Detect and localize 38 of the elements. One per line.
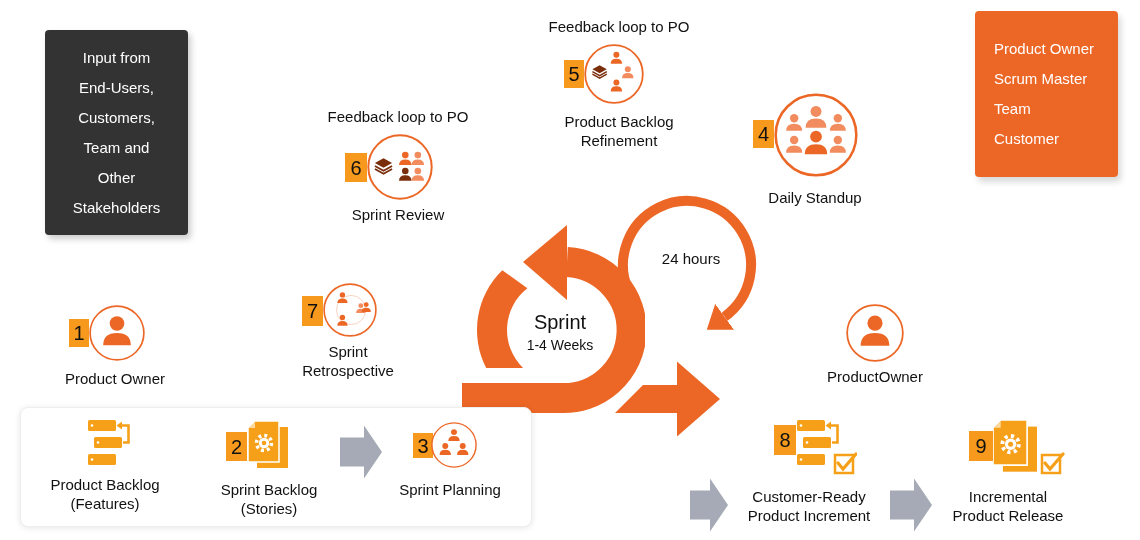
block-arrow	[340, 425, 382, 479]
node-label: Sprint Planning	[398, 480, 502, 499]
node-label: Product Owner	[63, 369, 166, 388]
roles-panel	[975, 11, 1118, 177]
step-number: 7	[302, 296, 323, 326]
cycle-label: 24 hours	[660, 249, 722, 269]
node-label: Sprint Review	[350, 205, 446, 224]
node-label: Product Backlog Refinement	[563, 112, 675, 150]
node-heading: Feedback loop to PO	[547, 18, 691, 36]
block-arrow	[690, 478, 728, 532]
node-label: Product Backlog (Features)	[49, 475, 161, 513]
step-number: 4	[753, 120, 774, 148]
node-heading: Feedback loop to PO	[326, 108, 470, 126]
step-number: 5	[564, 60, 584, 88]
sprint-duration: 1-4 Weeks	[525, 336, 595, 354]
step-number: 2	[226, 432, 247, 461]
node-label: Incremental Product Release	[951, 487, 1065, 525]
node-label: Sprint Retrospective	[301, 342, 395, 380]
curved-arrow	[618, 196, 756, 331]
role-item: Product Owner	[994, 39, 1096, 59]
node-label: Sprint Backlog (Stories)	[219, 480, 319, 518]
step-number: 6	[345, 153, 367, 182]
step-number: 8	[774, 425, 796, 455]
input-panel	[45, 30, 188, 235]
group-panel	[20, 407, 532, 527]
role-item: Team	[994, 99, 1032, 119]
block-arrow	[615, 361, 720, 437]
node-label: ProductOwner	[826, 367, 924, 386]
role-item: Scrum Master	[994, 69, 1089, 89]
step-number: 9	[969, 431, 993, 461]
step-number: 1	[69, 319, 89, 347]
block-arrow	[890, 478, 932, 532]
node-label: Daily Standup	[767, 188, 863, 207]
node-label: Customer-Ready Product Increment	[746, 487, 872, 525]
role-item: Customer	[994, 129, 1061, 149]
sprint-title: Sprint	[532, 310, 588, 334]
step-number: 3	[413, 433, 433, 458]
panel-text: Input from End-Users, Customers, Team and Other Stakeholders	[71, 48, 162, 218]
